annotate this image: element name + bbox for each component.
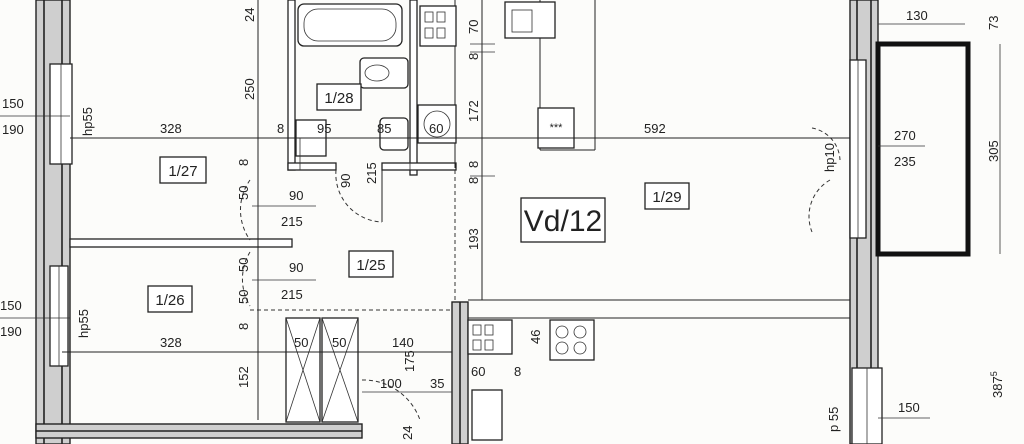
dim-8-d: 8 (236, 159, 251, 166)
dim-24: 24 (242, 8, 257, 22)
dim-60-bottom: 60 (471, 364, 485, 379)
dim-8-c: 8 (466, 177, 481, 184)
room-label-127: 1/27 (168, 163, 197, 180)
dim-140: 140 (392, 335, 414, 350)
apartment-label-box (520, 197, 606, 243)
dim-60-top: 60 (429, 121, 443, 136)
dim-130: 130 (906, 8, 928, 23)
dim-387-sup: 5 (989, 371, 999, 376)
dim-50-c: 50 (236, 290, 251, 304)
window-left-bottom-width: 150 (0, 298, 22, 313)
dim-90-b: 90 (289, 260, 303, 275)
dim-50-b: 50 (236, 258, 251, 272)
window-left-bottom-hp: hp55 (76, 309, 91, 338)
stove-mark: *** (550, 122, 564, 134)
wardrobes (285, 317, 359, 423)
dim-90-vertical: 90 (338, 174, 353, 188)
dim-8-e: 8 (236, 323, 251, 330)
dim-70: 70 (466, 20, 481, 34)
toilet (359, 57, 409, 89)
room-label-box-127 (159, 156, 207, 184)
dimension-labels: 24 250 328 8 95 85 60 592 70 8 172 8 193… (160, 8, 1005, 440)
bathroom-fixtures (295, 3, 457, 157)
dim-95: 95 (317, 121, 331, 136)
dimension-lines (0, 0, 1001, 420)
dim-24-bottom: 24 (400, 426, 415, 440)
dim-8-a: 8 (277, 121, 284, 136)
dim-387-main: 387 (990, 376, 1005, 398)
window-left-bottom-height: 190 (0, 324, 22, 339)
dim-215-vertical: 215 (364, 162, 379, 184)
room-label-125: 1/25 (356, 257, 385, 274)
bath-partition-left (287, 0, 296, 171)
dim-250: 250 (242, 78, 257, 100)
dim-8-g: 8 (466, 161, 481, 168)
window-left-top-height: 190 (2, 122, 24, 137)
dim-73: 73 (986, 16, 1001, 30)
dim-387: 3875 (989, 371, 1005, 398)
window-left-top-width: 150 (2, 96, 24, 111)
kitchen-fixtures: *** (419, 1, 595, 441)
dim-50-d: 50 (294, 335, 308, 350)
dim-85: 85 (377, 121, 391, 136)
window-right-door-hp: hp10 (822, 143, 837, 172)
dim-592: 592 (644, 121, 666, 136)
dim-90-a: 90 (289, 188, 303, 203)
bedroom-partition (69, 238, 293, 248)
dim-215-a: 215 (281, 214, 303, 229)
dim-50-a: 50 (236, 186, 251, 200)
gas-meter-bottom (467, 319, 513, 355)
bath-partition-right (409, 0, 418, 176)
bath-partition-bottom-a (287, 162, 337, 171)
room-label-box-128 (316, 83, 362, 111)
dim-215-b: 215 (281, 287, 303, 302)
dim-35: 35 (430, 376, 444, 391)
dim-46: 46 (528, 330, 543, 344)
dim-328-bottom: 328 (160, 335, 182, 350)
dim-50-e: 50 (332, 335, 346, 350)
kitchen-sink-top (504, 1, 556, 39)
cooktop-bottom (549, 319, 595, 361)
bathtub (297, 3, 403, 47)
room-label-126: 1/26 (155, 292, 184, 309)
room-label-box-129 (644, 182, 690, 210)
room-label-box-125 (348, 250, 394, 278)
window-right-bottom-hp: p 55 (826, 407, 841, 432)
fridge-bottom (471, 389, 503, 441)
dim-305: 305 (986, 140, 1001, 162)
door-swings (240, 127, 841, 421)
dim-152: 152 (236, 366, 251, 388)
room-labels: 1/28 1/27 1/29 1/25 1/26 Vd/12 (147, 83, 690, 313)
bath-partition-bottom-b (381, 162, 457, 171)
dim-100: 100 (380, 376, 402, 391)
dim-175: 175 (402, 350, 417, 372)
apartment-label: Vd/12 (524, 205, 602, 238)
window-right-bottom-width: 150 (898, 400, 920, 415)
room-label-box-126 (147, 285, 193, 313)
dim-8-b: 8 (466, 53, 481, 60)
dim-235: 235 (894, 154, 916, 169)
dim-328-top: 328 (160, 121, 182, 136)
cooktop-top (537, 107, 575, 149)
window-annotations: 150 190 hp55 150 190 hp55 hp10 p 55 150 (0, 96, 920, 432)
gas-meter-top (419, 5, 457, 47)
room-label-128: 1/28 (324, 90, 353, 107)
walls (35, 0, 879, 444)
dim-270: 270 (894, 128, 916, 143)
window-left-top-hp: hp55 (80, 107, 95, 136)
room-label-129: 1/29 (652, 189, 681, 206)
dim-172: 172 (466, 100, 481, 122)
washbasin (379, 117, 409, 151)
windows (49, 59, 883, 444)
balcony-outline (875, 41, 971, 257)
dim-8-f: 8 (514, 364, 521, 379)
dim-193: 193 (466, 228, 481, 250)
